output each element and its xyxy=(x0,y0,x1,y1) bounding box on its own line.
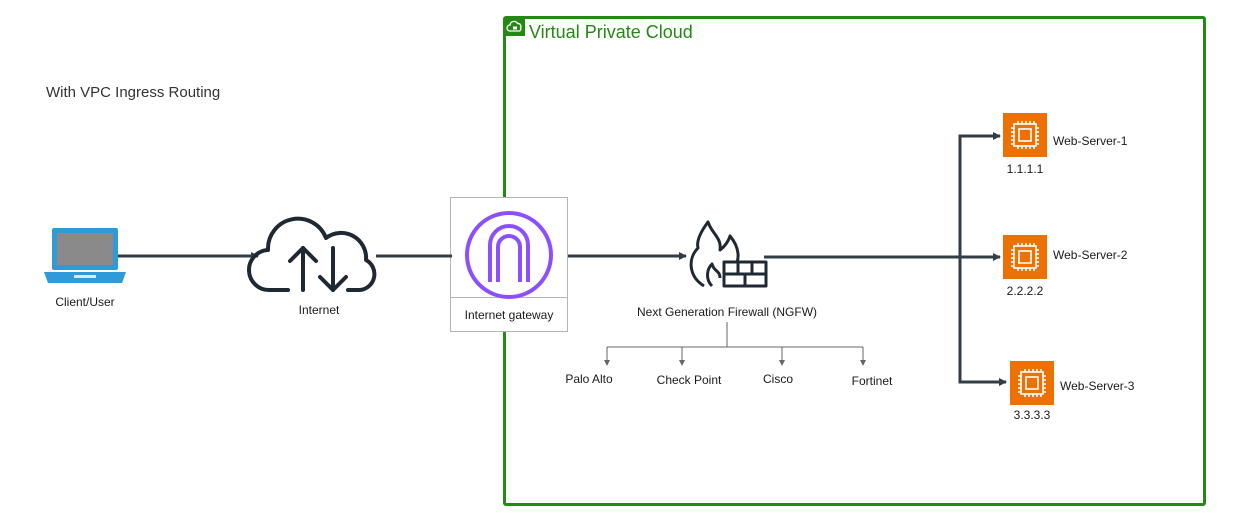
server-ip: 2.2.2.2 xyxy=(1006,284,1044,298)
page-title: With VPC Ingress Routing xyxy=(46,84,221,101)
vendor-label: Cisco xyxy=(762,372,794,386)
vendor-label: Check Point xyxy=(656,373,722,387)
client-label: Client/User xyxy=(55,295,115,309)
server-name: Web-Server-3 xyxy=(1060,379,1135,393)
laptop-icon xyxy=(44,228,126,283)
igw-label: Internet gateway xyxy=(464,308,554,322)
vpc-title: Virtual Private Cloud xyxy=(529,22,693,42)
vendor-label: Fortinet xyxy=(851,374,893,388)
ec2-instance-icon xyxy=(1003,235,1047,279)
ec2-instance-icon xyxy=(1003,113,1047,157)
server-name: Web-Server-1 xyxy=(1053,134,1128,148)
firewall-label: Next Generation Firewall (NGFW) xyxy=(636,305,818,319)
server-name: Web-Server-2 xyxy=(1053,248,1128,262)
cloud-upload-download-icon xyxy=(246,216,377,293)
edge-to-server3 xyxy=(958,257,1007,386)
vendor-branches xyxy=(604,322,866,366)
server-ip: 3.3.3.3 xyxy=(1013,408,1051,422)
edge-to-server1 xyxy=(958,132,1001,257)
internet-label: Internet xyxy=(298,303,340,317)
ec2-instance-icon xyxy=(1010,361,1054,405)
vendor-label: Palo Alto xyxy=(565,372,613,386)
internet-gateway-icon xyxy=(465,211,553,299)
cloud-lock-icon xyxy=(505,18,525,36)
firewall-icon xyxy=(689,220,768,288)
server-ip: 1.1.1.1 xyxy=(1006,162,1044,176)
